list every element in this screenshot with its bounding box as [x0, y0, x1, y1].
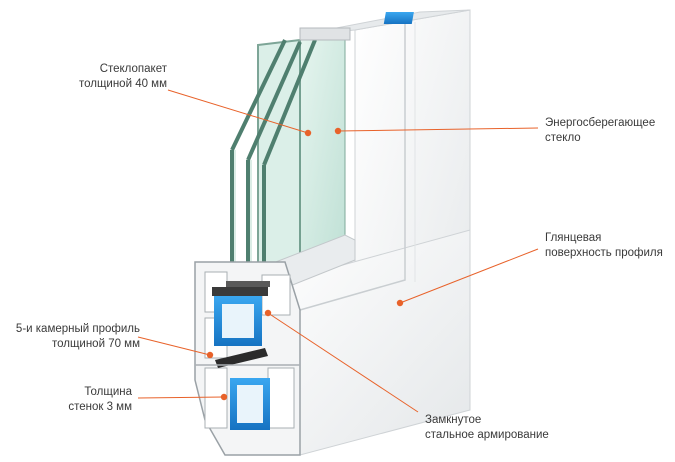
callout-glossy-surface-line2: поверхность профиля	[545, 247, 663, 259]
chamber-5	[267, 367, 295, 429]
callout-energy-glass: Энергосберегающее стекло	[545, 116, 655, 146]
leader-glass-unit	[167, 89, 309, 134]
callout-energy-glass-line1: Энергосберегающее	[545, 117, 656, 129]
callout-wall-thickness-line1: Толщина	[84, 386, 132, 398]
callout-glossy-surface-line1: Глянцевая	[545, 232, 602, 244]
callout-steel-reinforcement: Замкнутое стальное армирование	[425, 413, 549, 443]
callout-dots	[206, 127, 404, 401]
leader-steel-reinforcement	[267, 312, 419, 413]
frame-bevel-line	[299, 24, 406, 311]
dot-glossy-surface	[396, 299, 404, 307]
dot-energy-glass	[334, 127, 342, 135]
leader-chamber-profile	[137, 336, 211, 356]
callout-glass-unit: Стеклопакет толщиной 40 мм	[79, 62, 167, 92]
top-reinforcement	[383, 12, 414, 24]
callout-steel-reinforcement-line1: Замкнутое	[425, 414, 482, 426]
dot-glass-unit	[304, 129, 312, 137]
callout-chamber-profile-line2: толщиной 70 мм	[51, 338, 140, 350]
glass-edge-2	[246, 41, 302, 161]
sash-reinforcement-inner	[222, 304, 254, 338]
callout-chamber-profile: 5-и камерный профиль толщиной 70 мм	[16, 322, 140, 352]
bottom-seal	[215, 348, 268, 368]
dot-steel-reinforcement	[264, 309, 272, 317]
callout-glass-unit-line2: толщиной 40 мм	[78, 78, 167, 90]
sash-seal	[212, 287, 268, 296]
callout-energy-glass-line2: стекло	[545, 132, 581, 144]
leader-wall-thickness	[137, 396, 225, 399]
dot-wall-thickness	[220, 393, 228, 401]
leader-glossy-surface	[399, 248, 539, 304]
callout-lines	[137, 89, 539, 413]
callout-glass-unit-line1: Стеклопакет	[99, 63, 167, 75]
leader-energy-glass	[337, 127, 539, 132]
glass-unit	[230, 27, 356, 292]
glass-pane-back	[299, 34, 346, 272]
callout-steel-reinforcement-line2: стальное армирование	[425, 429, 549, 441]
callout-wall-thickness-line2: стенок 3 мм	[68, 401, 132, 413]
glass-edge-1	[230, 39, 287, 151]
frame-reinforcement-inner	[237, 385, 263, 423]
spacer-top	[299, 27, 351, 41]
callout-glossy-surface: Глянцевая поверхность профиля	[545, 231, 663, 261]
callout-chamber-profile-line1: 5-и камерный профиль	[15, 323, 140, 335]
profile-cross-section	[194, 261, 301, 456]
glass-edge-3	[262, 39, 317, 166]
dot-chamber-profile	[206, 351, 214, 359]
callout-wall-thickness: Толщина стенок 3 мм	[68, 385, 132, 415]
glass-seal	[226, 281, 270, 287]
